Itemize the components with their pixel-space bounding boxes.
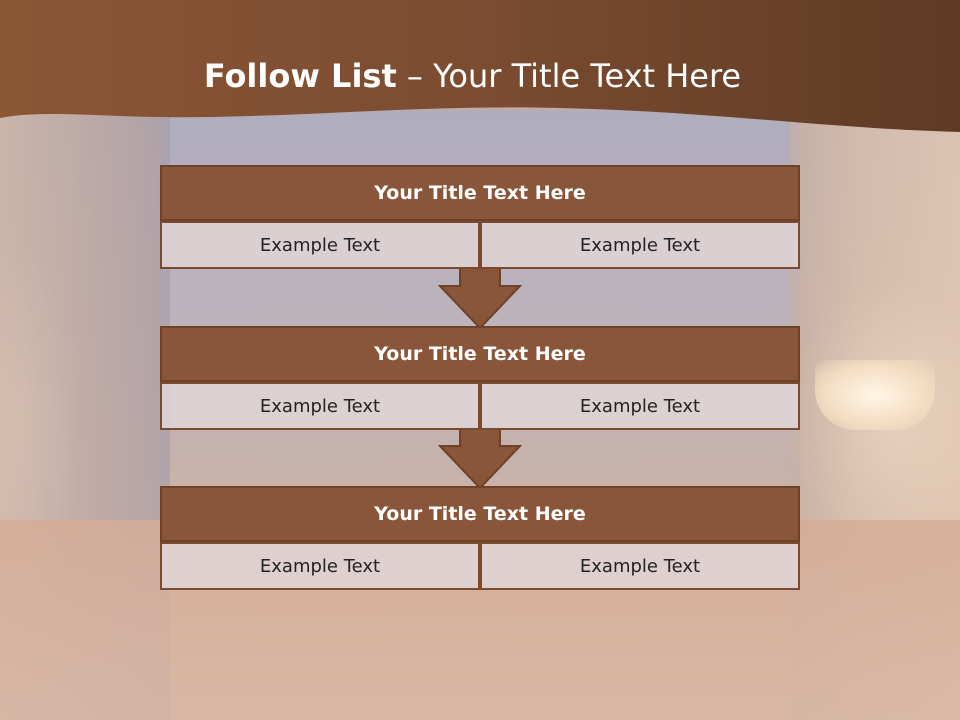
block-title: Your Title Text Here xyxy=(160,165,800,221)
header-wave-shape xyxy=(0,0,960,132)
block-cell-left: Example Text xyxy=(160,382,480,430)
down-arrow-icon xyxy=(438,428,522,490)
block-row: Example Text Example Text xyxy=(160,221,800,269)
title-bold: Follow List xyxy=(203,57,397,95)
down-arrow-icon xyxy=(438,268,522,330)
block-cell-right: Example Text xyxy=(480,382,800,430)
header-banner: Follow List – Your Title Text Here xyxy=(0,0,960,140)
block-cell-left: Example Text xyxy=(160,542,480,590)
page-title: Follow List – Your Title Text Here xyxy=(0,52,945,100)
title-rest: – Your Title Text Here xyxy=(396,57,742,95)
block-title: Your Title Text Here xyxy=(160,326,800,382)
block-cell-right: Example Text xyxy=(480,542,800,590)
block-row: Example Text Example Text xyxy=(160,542,800,590)
list-block-2: Your Title Text Here Example Text Exampl… xyxy=(160,326,800,430)
list-block-3: Your Title Text Here Example Text Exampl… xyxy=(160,486,800,590)
block-cell-left: Example Text xyxy=(160,221,480,269)
block-title: Your Title Text Here xyxy=(160,486,800,542)
background-lamp xyxy=(815,360,935,430)
block-row: Example Text Example Text xyxy=(160,382,800,430)
block-cell-right: Example Text xyxy=(480,221,800,269)
list-block-1: Your Title Text Here Example Text Exampl… xyxy=(160,165,800,269)
